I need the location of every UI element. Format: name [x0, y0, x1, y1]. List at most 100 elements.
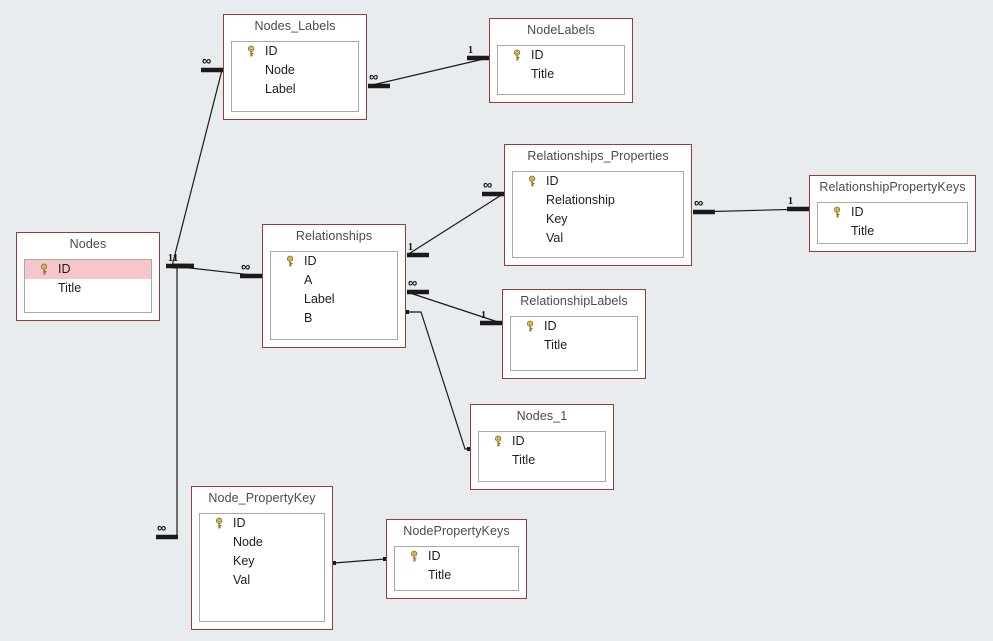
relationship-line[interactable]: [333, 558, 386, 564]
field-label: Title: [512, 453, 536, 467]
field-row[interactable]: Title: [479, 451, 605, 470]
field-row[interactable]: ID: [200, 514, 324, 533]
field-list[interactable]: ID Title: [817, 202, 968, 244]
field-list[interactable]: ID Title: [478, 431, 606, 482]
relationship-endpoint-stub: [166, 263, 188, 269]
relationship-line[interactable]: [406, 291, 502, 324]
field-label: Title: [428, 568, 452, 582]
cardinality-one-label: 1: [173, 253, 178, 264]
field-row[interactable]: Title: [498, 65, 624, 84]
field-row[interactable]: Key: [200, 552, 324, 571]
primary-key-icon: [411, 550, 418, 562]
relationship-endpoint-stub: [368, 83, 390, 89]
relationship-endpoint-stub: [156, 534, 178, 540]
field-label: Node: [265, 63, 295, 77]
relationship-endpoint-stub: [407, 252, 429, 258]
field-label: ID: [512, 434, 525, 448]
field-list[interactable]: ID Title: [497, 45, 625, 95]
field-list[interactable]: ID Title: [510, 316, 638, 371]
field-row[interactable]: Title: [395, 566, 518, 585]
field-list[interactable]: ID Title: [24, 259, 152, 313]
relationship-line[interactable]: [407, 311, 469, 450]
field-label: ID: [304, 254, 317, 268]
field-label: B: [304, 311, 313, 325]
field-row[interactable]: ID: [498, 46, 624, 65]
primary-key-icon: [527, 320, 534, 332]
field-label: ID: [544, 319, 557, 333]
field-row[interactable]: ID: [395, 547, 518, 566]
field-row[interactable]: Label: [271, 290, 397, 309]
cardinality-many-label: ∞: [241, 259, 251, 274]
relationship-line[interactable]: [692, 208, 809, 213]
relationship-line[interactable]: [406, 193, 504, 256]
field-row[interactable]: ID: [25, 260, 151, 279]
field-row[interactable]: Relationship: [513, 191, 683, 210]
field-label: Label: [304, 292, 335, 306]
field-row[interactable]: Node: [232, 61, 358, 80]
primary-key-icon: [514, 49, 521, 61]
field-row[interactable]: Title: [818, 222, 967, 241]
field-row[interactable]: Title: [25, 279, 151, 298]
field-label: ID: [546, 174, 559, 188]
relationship-endpoint-stub: [407, 289, 429, 295]
relationship-line[interactable]: [171, 69, 223, 267]
field-row[interactable]: Title: [511, 336, 637, 355]
primary-key-icon: [834, 206, 841, 218]
cardinality-many-label: ∞: [157, 520, 167, 535]
field-row[interactable]: ID: [271, 252, 397, 271]
field-row[interactable]: ID: [511, 317, 637, 336]
field-label: Title: [851, 224, 875, 238]
cardinality-many-label: ∞: [694, 195, 704, 210]
table-title: Nodes: [69, 237, 107, 251]
field-row[interactable]: ID: [513, 172, 683, 191]
relationship-endpoint-stub: [693, 209, 715, 215]
primary-key-icon: [248, 45, 255, 57]
relationship-endpoint-stub: [482, 191, 504, 197]
primary-key-icon: [529, 175, 536, 187]
field-label: ID: [58, 262, 71, 276]
relationship-endpoint-stub: [201, 67, 223, 73]
field-row[interactable]: Key: [513, 210, 683, 229]
primary-key-icon: [216, 517, 223, 529]
field-row[interactable]: B: [271, 309, 397, 328]
field-row[interactable]: ID: [479, 432, 605, 451]
cardinality-many-label: ∞: [483, 177, 493, 192]
cardinality-many-label: ∞: [202, 53, 212, 68]
field-row[interactable]: Label: [232, 80, 358, 99]
field-row[interactable]: Val: [513, 229, 683, 248]
field-label: Node: [233, 535, 263, 549]
field-row[interactable]: A: [271, 271, 397, 290]
field-row[interactable]: ID: [818, 203, 967, 222]
cardinality-one-label: 1: [788, 196, 793, 207]
cardinality-one-label: 1: [168, 253, 173, 264]
field-list[interactable]: ID Title: [394, 546, 519, 591]
table-title: RelationshipLabels: [520, 294, 628, 308]
primary-key-icon: [41, 263, 48, 275]
field-row[interactable]: Node: [200, 533, 324, 552]
relationship-line[interactable]: [367, 57, 489, 87]
field-label: ID: [265, 44, 278, 58]
field-label: Title: [531, 67, 555, 81]
field-row[interactable]: Val: [200, 571, 324, 590]
field-label: Key: [233, 554, 255, 568]
table-title: NodePropertyKeys: [403, 524, 510, 538]
field-label: Title: [58, 281, 82, 295]
field-row[interactable]: ID: [232, 42, 358, 61]
table-title: RelationshipPropertyKeys: [819, 180, 966, 194]
table-title: NodeLabels: [527, 23, 595, 37]
